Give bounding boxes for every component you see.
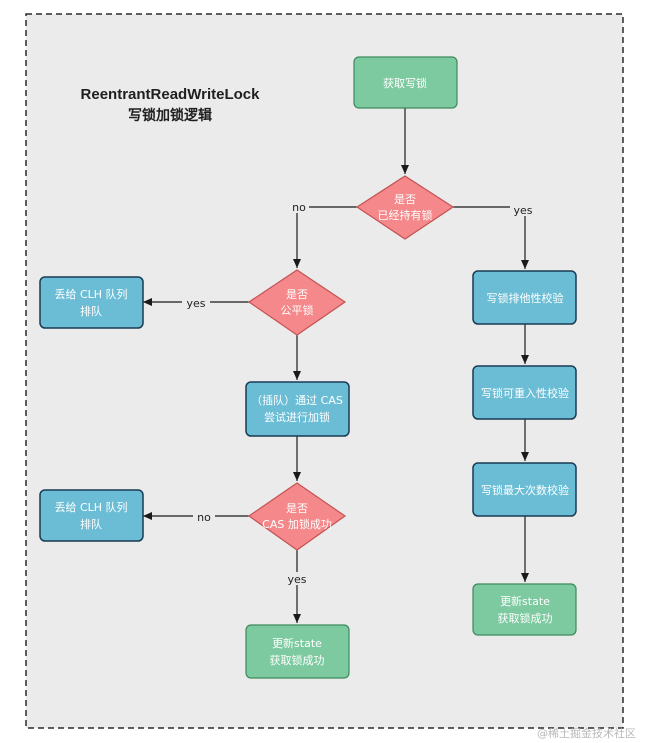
node-start: 获取写锁 [353,56,458,109]
node-held-decision: 是否 已经持有锁 [355,175,455,240]
node-held-decision-line2: 已经持有锁 [378,208,433,222]
node-exclusive-check-label: 写锁排他性校验 [487,291,564,305]
node-max-count-check-label: 写锁最大次数校验 [481,483,569,497]
node-enqueue-2-line2: 排队 [80,517,102,531]
node-cas-decision-line2: CAS 加锁成功 [262,517,332,531]
node-cas-try: （插队）通过 CAS 尝试进行加锁 [245,381,350,437]
node-reentrant-check-label: 写锁可重入性校验 [481,386,569,400]
node-cas-decision-line1: 是否 [286,502,308,515]
node-enqueue-1-line1: 丢给 CLH 队列 [54,287,127,301]
edge-label-cas-yes: yes [287,573,306,586]
diagram-subtitle: 写锁加锁逻辑 [128,107,212,123]
edge-labels: no yes yes no yes [182,200,536,586]
diagram-title: ReentrantReadWriteLock [81,86,261,103]
node-fair-decision: 是否 公平锁 [247,269,347,336]
edge-label-fair-yes: yes [186,297,205,310]
node-enqueue-2-line1: 丢给 CLH 队列 [54,500,127,514]
node-exclusive-check: 写锁排他性校验 [472,270,577,325]
edge-label-cas-no: no [197,511,211,524]
node-enqueue-1-line2: 排队 [80,304,102,318]
node-success-left: 更新state 获取锁成功 [245,624,350,679]
node-cas-decision: 是否 CAS 加锁成功 [247,482,347,551]
edge-label-held-no: no [292,201,306,214]
node-fair-decision-line2: 公平锁 [281,303,314,317]
node-success-right-line1: 更新state [500,594,550,608]
node-enqueue-2: 丢给 CLH 队列 排队 [39,489,144,542]
node-success-right-line2: 获取锁成功 [498,611,553,625]
node-cas-try-line2: 尝试进行加锁 [264,410,330,424]
node-start-label: 获取写锁 [383,76,427,90]
node-reentrant-check: 写锁可重入性校验 [472,365,577,420]
node-max-count-check: 写锁最大次数校验 [472,462,577,517]
edge-label-held-yes: yes [513,204,532,217]
node-success-left-line1: 更新state [272,636,322,650]
node-cas-try-line1: （插队）通过 CAS [251,393,343,407]
node-fair-decision-line1: 是否 [286,288,308,301]
node-held-decision-line1: 是否 [394,193,416,206]
node-success-left-line2: 获取锁成功 [270,653,325,667]
node-success-right: 更新state 获取锁成功 [472,583,577,636]
watermark: @稀土掘金技术社区 [537,726,636,740]
node-enqueue-1: 丢给 CLH 队列 排队 [39,276,144,329]
